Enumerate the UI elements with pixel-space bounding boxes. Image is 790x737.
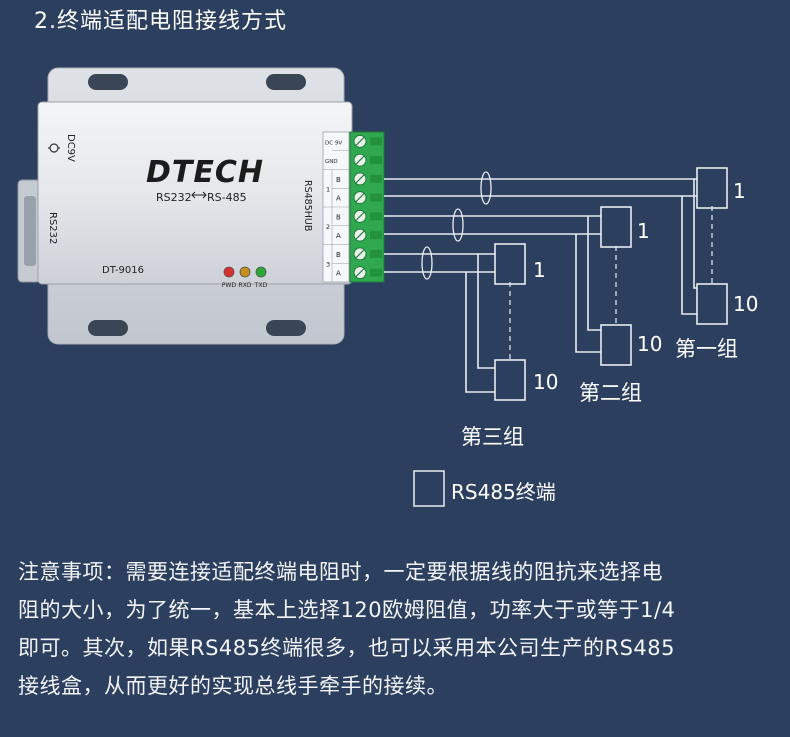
terminal-numbers: 1 10 1 10 1 10 bbox=[533, 179, 758, 394]
wire-socket bbox=[370, 249, 382, 258]
group1-near-label: 1 bbox=[733, 179, 746, 203]
terminal-row-label: DC 9V bbox=[325, 140, 342, 146]
converter-device: DC9V RS232 DTECH RS232 RS-485 DT-9016 PW… bbox=[17, 67, 385, 345]
terminal-row-label: B bbox=[336, 176, 341, 184]
mount-slot bbox=[88, 320, 128, 336]
rs232-port-label: RS232 bbox=[47, 212, 58, 244]
wiring-diagram: DC9V RS232 DTECH RS232 RS-485 DT-9016 PW… bbox=[17, 67, 758, 507]
notes-line: 接线盒，从而更好的实现总线手牵手的接续。 bbox=[18, 674, 448, 698]
terminal-row-label: GND bbox=[325, 159, 338, 165]
notes-line: 即可。其次，如果RS485终端很多，也可以采用本公司生产的RS485 bbox=[18, 636, 676, 660]
conversion-arrow-icon bbox=[191, 191, 207, 199]
twisted-pair-marker bbox=[452, 208, 464, 242]
led-label: TXD bbox=[254, 282, 268, 289]
mount-slot bbox=[266, 320, 306, 336]
group3-near-label: 1 bbox=[533, 258, 546, 282]
terminal-row-label: A bbox=[336, 232, 341, 240]
bus-wiring bbox=[384, 171, 713, 393]
screw-slot bbox=[355, 193, 365, 203]
wire-socket bbox=[370, 268, 382, 277]
hub-label: RS485HUB bbox=[302, 180, 313, 231]
screw-slot bbox=[355, 268, 365, 278]
power-icon bbox=[48, 143, 60, 153]
twisted-pair-marker bbox=[421, 246, 433, 280]
terminal-row-label: A bbox=[336, 195, 341, 203]
group2-near-label: 1 bbox=[637, 219, 650, 243]
terminal-box-group1-near bbox=[696, 167, 728, 209]
group2-name: 第二组 bbox=[579, 381, 642, 405]
channel-number: 2 bbox=[326, 223, 330, 231]
screw-slot bbox=[355, 174, 365, 184]
mount-slot bbox=[266, 74, 306, 90]
led-indicator bbox=[255, 266, 267, 278]
model-label: DT-9016 bbox=[102, 265, 144, 276]
notes-line: 阻的大小，为了统一，基本上选择120欧姆阻值，功率大于或等于1/4 bbox=[18, 598, 676, 622]
wire-socket bbox=[370, 231, 382, 240]
terminal-row-label: B bbox=[336, 251, 341, 259]
wire-socket bbox=[370, 212, 382, 221]
led-indicator bbox=[223, 266, 235, 278]
group3-far-label: 10 bbox=[533, 370, 558, 394]
page-heading: 2.终端适配电阻接线方式 bbox=[34, 9, 287, 34]
conversion-left-label: RS232 bbox=[156, 191, 192, 204]
screw-slot bbox=[355, 155, 365, 165]
group-names: 第一组 第二组 第三组 bbox=[461, 337, 738, 449]
screw-slot bbox=[355, 136, 365, 146]
screw-slot bbox=[355, 249, 365, 259]
led-label: RXD bbox=[239, 282, 252, 289]
led-indicator bbox=[239, 266, 251, 278]
terminal-box-group3-near bbox=[494, 243, 526, 285]
notes-section: 注意事项：需要连接适配终端电阻时，一定要根据线的阻抗来选择电 阻的大小，为了统一… bbox=[18, 553, 778, 705]
terminal-box-group3-far bbox=[494, 359, 526, 401]
terminal-screws bbox=[353, 134, 382, 280]
terminal-box-group2-far bbox=[600, 324, 632, 366]
terminal-row-label: B bbox=[336, 213, 341, 221]
channel-number: 1 bbox=[326, 185, 330, 193]
brand-logo: DTECH bbox=[146, 155, 264, 190]
notes-line: 注意事项：需要连接适配终端电阻时，一定要根据线的阻抗来选择电 bbox=[18, 560, 663, 584]
legend-label: RS485终端 bbox=[451, 480, 556, 504]
led-label: PWD bbox=[222, 282, 237, 289]
legend: RS485终端 bbox=[413, 470, 556, 507]
group1-name: 第一组 bbox=[675, 337, 738, 361]
channel-number: 3 bbox=[326, 260, 330, 268]
group1-far-label: 10 bbox=[733, 292, 758, 316]
wire-socket bbox=[370, 193, 382, 202]
wire-socket bbox=[370, 137, 382, 146]
wire-socket bbox=[370, 174, 382, 183]
conversion-right-label: RS-485 bbox=[207, 191, 247, 204]
rs485-terminals bbox=[494, 167, 728, 401]
terminal-block bbox=[349, 131, 385, 283]
terminal-row-label: A bbox=[336, 270, 341, 278]
twisted-pair-marker bbox=[480, 171, 492, 205]
group2-far-label: 10 bbox=[637, 332, 662, 356]
group3-name: 第三组 bbox=[461, 425, 524, 449]
power-label: DC9V bbox=[65, 134, 76, 162]
mount-slot bbox=[88, 74, 128, 90]
wire-socket bbox=[370, 156, 382, 165]
rs232-port-pins bbox=[24, 196, 36, 266]
terminal-box-group2-near bbox=[600, 206, 632, 248]
screw-slot bbox=[355, 211, 365, 221]
legend-swatch bbox=[413, 470, 445, 507]
screw-slot bbox=[355, 230, 365, 240]
terminal-box-group1-far bbox=[696, 283, 728, 325]
